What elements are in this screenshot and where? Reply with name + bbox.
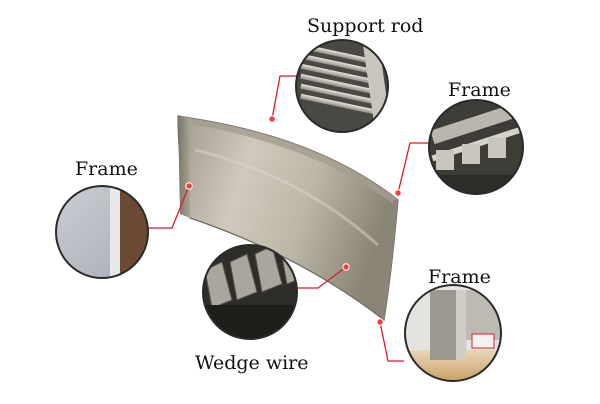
frame-top-right-label: Frame	[448, 81, 511, 100]
support-rod-callout-dot	[269, 116, 275, 122]
frame-bottom-right-callout-dot	[377, 319, 383, 325]
frame-bottom-right-label: Frame	[428, 268, 491, 287]
support-rod-label: Support rod	[307, 17, 423, 36]
frame-left-detail-circle	[52, 182, 152, 282]
frame-bottom-right-detail-circle	[400, 282, 510, 385]
frame-bottom-right-callout-line	[380, 322, 404, 361]
frame-top-right-callout-dot	[395, 190, 401, 196]
panel-left-frame	[178, 116, 190, 218]
wedge-wire-callout-dot	[343, 264, 349, 270]
support-rod-callout-line	[272, 76, 298, 119]
frame-top-right-detail-circle	[420, 98, 540, 200]
support-rod-detail-circle	[290, 36, 400, 136]
wedge-wire-label: Wedge wire	[195, 354, 309, 373]
frame-left-label: Frame	[75, 160, 138, 179]
frame-top-right-callout-line	[398, 143, 430, 193]
frame-left-callout-dot	[186, 183, 192, 189]
